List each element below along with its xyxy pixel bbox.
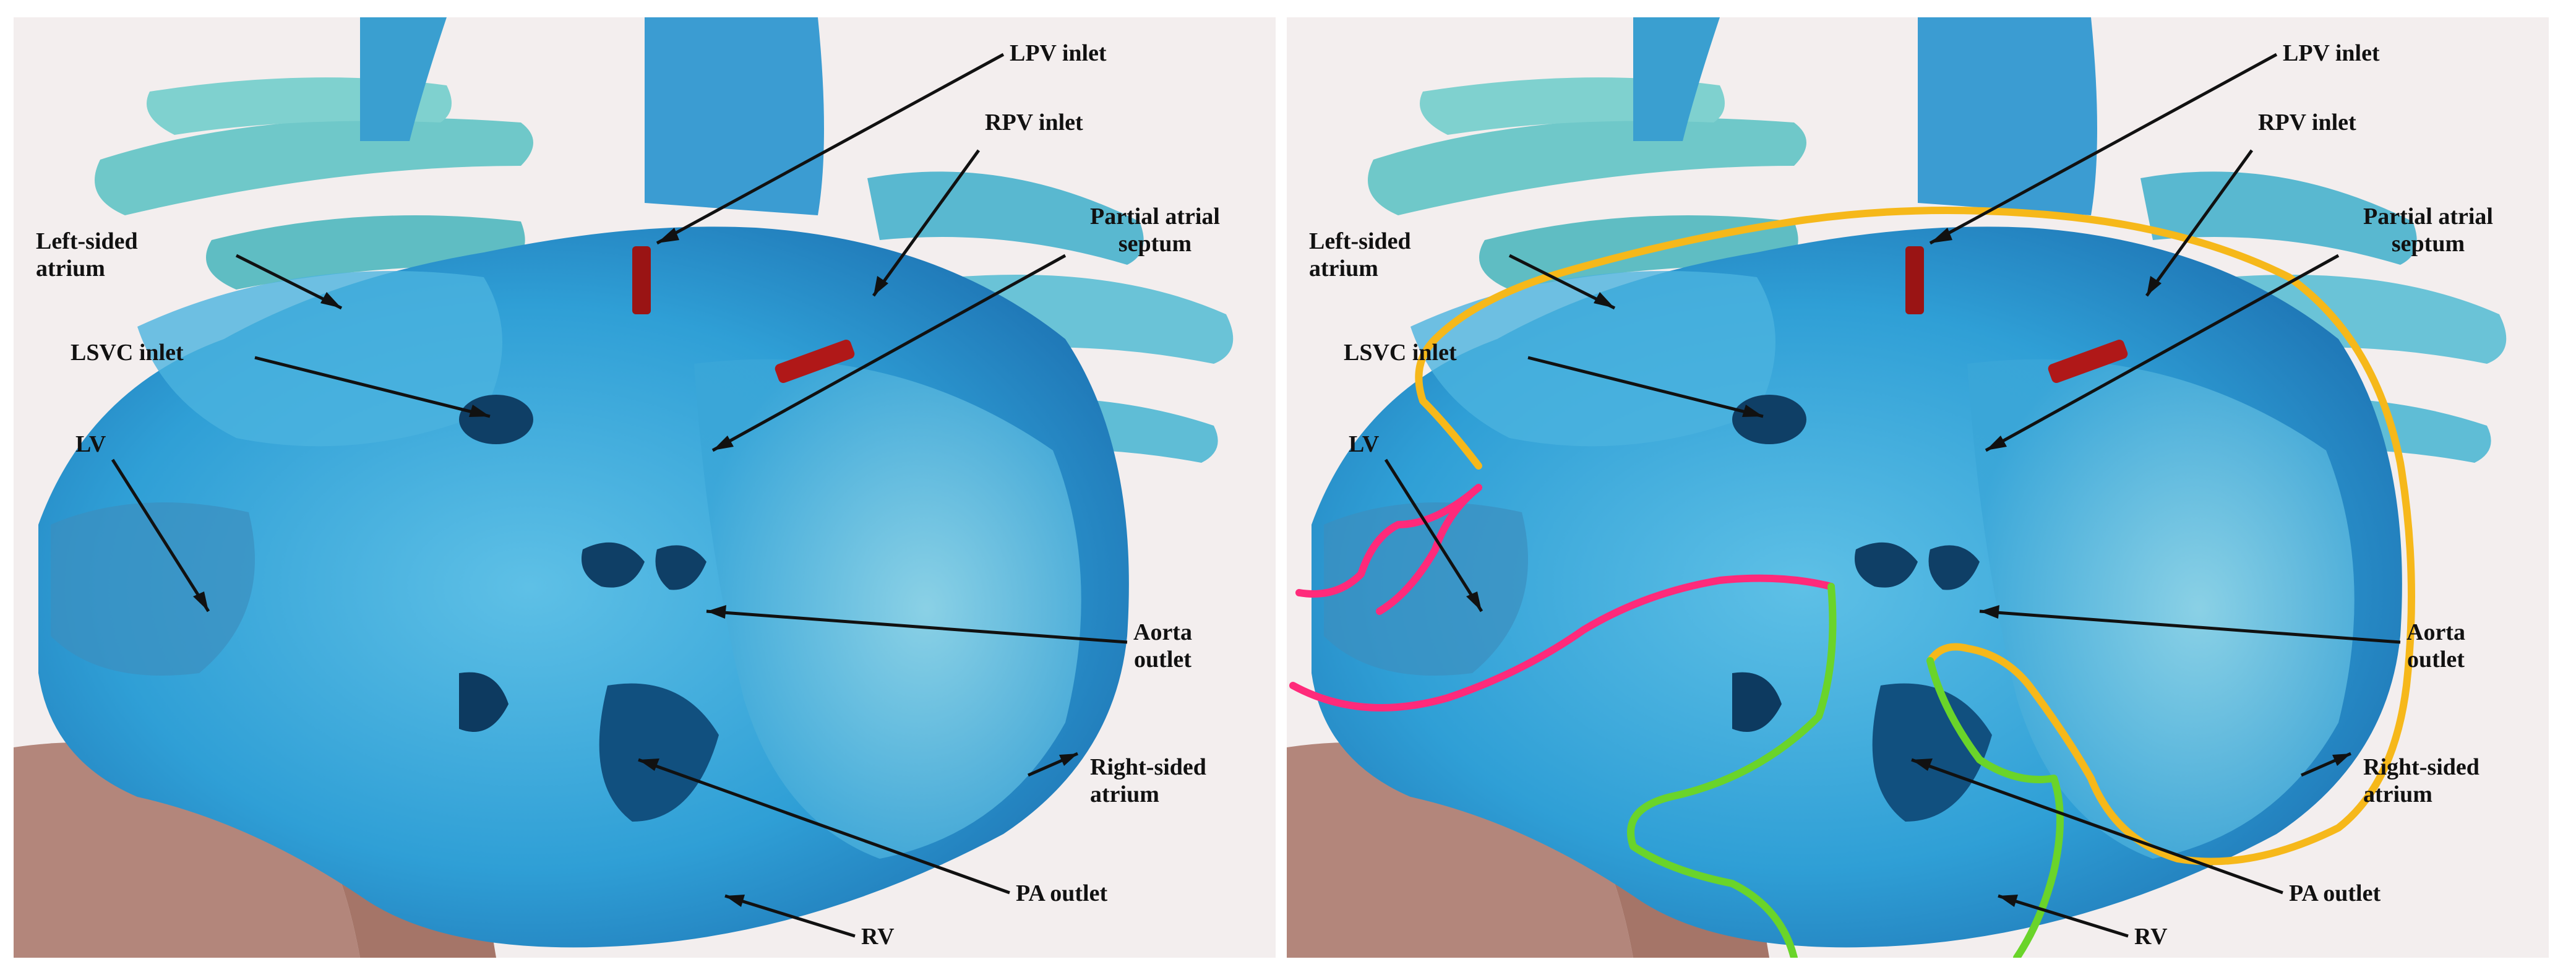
openings (459, 395, 719, 822)
label-partial-atrial-septum: Partial atrial septum (2363, 204, 2493, 257)
outline-pink-lv (1289, 484, 1835, 711)
label-left-sided-atrium: Left-sided atrium (1309, 228, 1411, 282)
label-right-sided-atrium: Right-sided atrium (1090, 754, 1206, 807)
outline-pink-lv-lower (1376, 484, 1482, 615)
rpv-marker (775, 339, 855, 384)
label-aorta-outlet: Aorta outlet (1133, 619, 1192, 673)
panel-divider (1276, 0, 1287, 967)
outline-yellow-atria (1415, 207, 2415, 866)
label-lpv-inlet: LPV inlet (2283, 40, 2380, 66)
label-lpv-inlet: LPV inlet (1010, 40, 1107, 66)
label-aorta-outlet: Aorta outlet (2406, 619, 2465, 673)
label-right-sided-atrium: Right-sided atrium (2363, 754, 2479, 807)
arrow-heads (193, 228, 1078, 907)
label-lv: LV (1349, 431, 1380, 457)
label-pa-outlet: PA outlet (2289, 880, 2381, 906)
label-lsvc-inlet: LSVC inlet (1344, 340, 1457, 366)
label-pa-outlet: PA outlet (1016, 880, 1108, 906)
label-rpv-inlet: RPV inlet (985, 110, 1083, 135)
outline-green-rv (1627, 583, 2064, 958)
lpv-marker (632, 246, 651, 314)
panel-original-photo: LPV inlet RPV inlet Partial atrial septu… (14, 17, 1276, 958)
right-atrium-region (694, 359, 1081, 859)
label-lv: LV (75, 431, 106, 457)
heart-model-photo-annotated (1287, 17, 2507, 958)
label-rv: RV (861, 924, 895, 950)
label-rpv-inlet: RPV inlet (2258, 110, 2356, 135)
heart-model-photo (14, 17, 1234, 958)
panel-annotated-photo: LPV inlet RPV inlet Partial atrial septu… (1287, 17, 2549, 958)
label-partial-atrial-septum: Partial atrial septum (1090, 204, 1220, 257)
label-lsvc-inlet: LSVC inlet (71, 340, 184, 366)
label-rv: RV (2134, 924, 2168, 950)
label-left-sided-atrium: Left-sided atrium (36, 228, 138, 282)
